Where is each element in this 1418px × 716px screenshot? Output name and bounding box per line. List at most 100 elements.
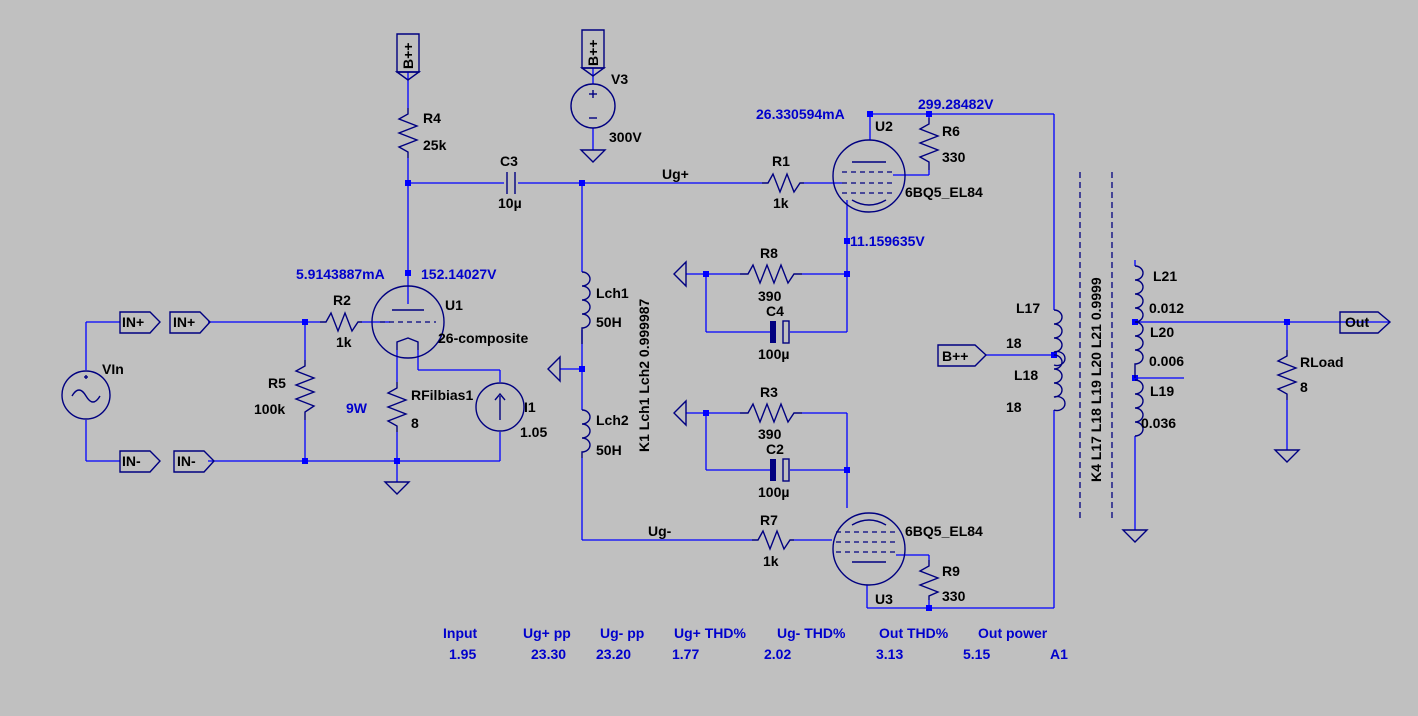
label-r6-value: 330 [942, 149, 966, 165]
label-l21-name: L21 [1153, 268, 1177, 284]
meas-value-out-thd: 3.13 [876, 646, 903, 662]
meas-value-out-power: 5.15 [963, 646, 990, 662]
voltage-source-vin[interactable] [61, 370, 111, 420]
meas-header-ug-minus-pp: Ug- pp [600, 625, 644, 641]
resistor-r9[interactable] [918, 560, 940, 600]
capacitor-c3[interactable] [506, 172, 516, 194]
inductor-l21[interactable] [1134, 265, 1144, 323]
meas-header-input: Input [443, 625, 478, 641]
net-flag-out[interactable] [1339, 311, 1392, 334]
label-lch1-value: 50H [596, 314, 622, 330]
label-rload-value: 8 [1300, 379, 1308, 395]
inductor-l17[interactable] [1053, 309, 1066, 367]
label-u3-model: 6BQ5_EL84 [905, 523, 983, 539]
label-k4: K4 L17 L18 L19 L20 L21 0.9999 [1088, 277, 1104, 482]
capacitor-c2[interactable] [770, 458, 790, 482]
ground-u3-cathode [673, 399, 687, 427]
label-bpp-r4: B++ [400, 43, 416, 69]
resistor-r4[interactable] [397, 108, 419, 158]
annotation-u2-voltage: 299.28482V [918, 96, 994, 112]
label-i1-value: 1.05 [520, 424, 547, 440]
label-r4-value: 25k [423, 137, 447, 153]
label-bpp-transformer: B++ [942, 348, 968, 364]
label-r7-value: 1k [763, 553, 779, 569]
capacitor-c4[interactable] [770, 320, 790, 344]
label-ug-plus: Ug+ [662, 166, 689, 182]
label-u2-model: 6BQ5_EL84 [905, 184, 983, 200]
label-u1-model: 26-composite [438, 330, 528, 346]
label-v3-value: 300V [609, 129, 642, 145]
meas-value-ug-minus-thd: 2.02 [764, 646, 791, 662]
label-r5-name: R5 [268, 375, 286, 391]
label-i1-name: I1 [524, 399, 536, 415]
label-c3-name: C3 [500, 153, 518, 169]
wires [85, 68, 1390, 609]
label-l20-value: 0.006 [1149, 353, 1184, 369]
label-r1-value: 1k [773, 195, 789, 211]
ground-rload [1273, 449, 1301, 463]
label-in-minus-right: IN- [177, 453, 196, 469]
meas-header-out-thd: Out THD% [879, 625, 949, 641]
annotation-u1-voltage: 152.14027V [421, 266, 497, 282]
label-u1-name: U1 [445, 297, 463, 313]
operating-point-annotations: 26.330594mA 299.28482V 11.159635V 5.9143… [296, 96, 994, 416]
label-r8-name: R8 [760, 245, 778, 261]
label-r7-name: R7 [760, 512, 778, 528]
annotation-u2-current: 26.330594mA [756, 106, 845, 122]
resistor-r7[interactable] [752, 529, 794, 551]
resistor-r6[interactable] [918, 118, 940, 170]
ground-input [383, 481, 411, 495]
net-flag-bpp-r4[interactable] [394, 33, 422, 81]
resistor-r2[interactable] [320, 311, 362, 333]
label-lch2-value: 50H [596, 442, 622, 458]
inductor-l18[interactable] [1053, 354, 1066, 412]
net-flag-bpp-transformer[interactable] [937, 344, 988, 367]
resistor-r5[interactable] [294, 360, 316, 420]
label-r9-value: 330 [942, 588, 966, 604]
label-vin-name: VIn [102, 361, 124, 377]
inductor-l19[interactable] [1134, 379, 1144, 437]
annotation-u1-current: 5.9143887mA [296, 266, 385, 282]
inductor-lch1[interactable] [581, 271, 591, 344]
label-l18-value: 18 [1006, 399, 1022, 415]
label-bpp-v3: B++ [585, 40, 601, 66]
resistor-r8[interactable] [740, 263, 802, 285]
tube-u1[interactable] [371, 285, 445, 359]
label-l17-value: 18 [1006, 335, 1022, 351]
label-rfil-value: 8 [411, 415, 419, 431]
tube-u2[interactable] [832, 139, 906, 213]
inductor-l20[interactable] [1134, 321, 1144, 378]
net-flag-in-minus-left[interactable] [119, 450, 161, 473]
net-flag-in-plus-right[interactable] [169, 311, 211, 334]
ground-lch-center [547, 355, 561, 383]
label-rfil-name: RFilbias1 [411, 387, 473, 403]
label-r2-value: 1k [336, 334, 352, 350]
meas-value-ug-plus-thd: 1.77 [672, 646, 699, 662]
label-r2-name: R2 [333, 292, 351, 308]
label-in-plus-right: IN+ [173, 314, 195, 330]
label-lch1-name: Lch1 [596, 285, 629, 301]
resistor-rfilbias1[interactable] [386, 382, 408, 432]
voltage-source-v3[interactable] [570, 83, 616, 129]
label-in-minus-left: IN- [122, 453, 141, 469]
resistor-rload[interactable] [1276, 350, 1298, 400]
label-l21-value: 0.012 [1149, 300, 1184, 316]
meas-value-input: 1.95 [449, 646, 476, 662]
resistor-r3[interactable] [740, 402, 802, 424]
label-l19-value: 0.036 [1141, 415, 1176, 431]
resistor-r1[interactable] [762, 172, 804, 194]
component-labels: B++ B++ B++ Out IN+ IN+ IN- IN- Ug+ Ug- … [102, 40, 1369, 607]
current-source-i1[interactable] [475, 382, 525, 432]
label-ug-minus: Ug- [648, 523, 672, 539]
meas-header-ug-plus-pp: Ug+ pp [523, 625, 571, 641]
label-lch2-name: Lch2 [596, 412, 629, 428]
net-flag-bpp-v3[interactable] [579, 29, 607, 77]
net-flag-in-minus-right[interactable] [173, 450, 215, 473]
annotation-fil-power: 9W [346, 400, 368, 416]
tube-u3[interactable] [832, 512, 906, 586]
meas-value-ug-plus-pp: 23.30 [531, 646, 566, 662]
label-c4-value: 100µ [758, 346, 789, 362]
inductor-lch2[interactable] [581, 409, 591, 458]
net-flag-in-plus-left[interactable] [119, 311, 161, 334]
